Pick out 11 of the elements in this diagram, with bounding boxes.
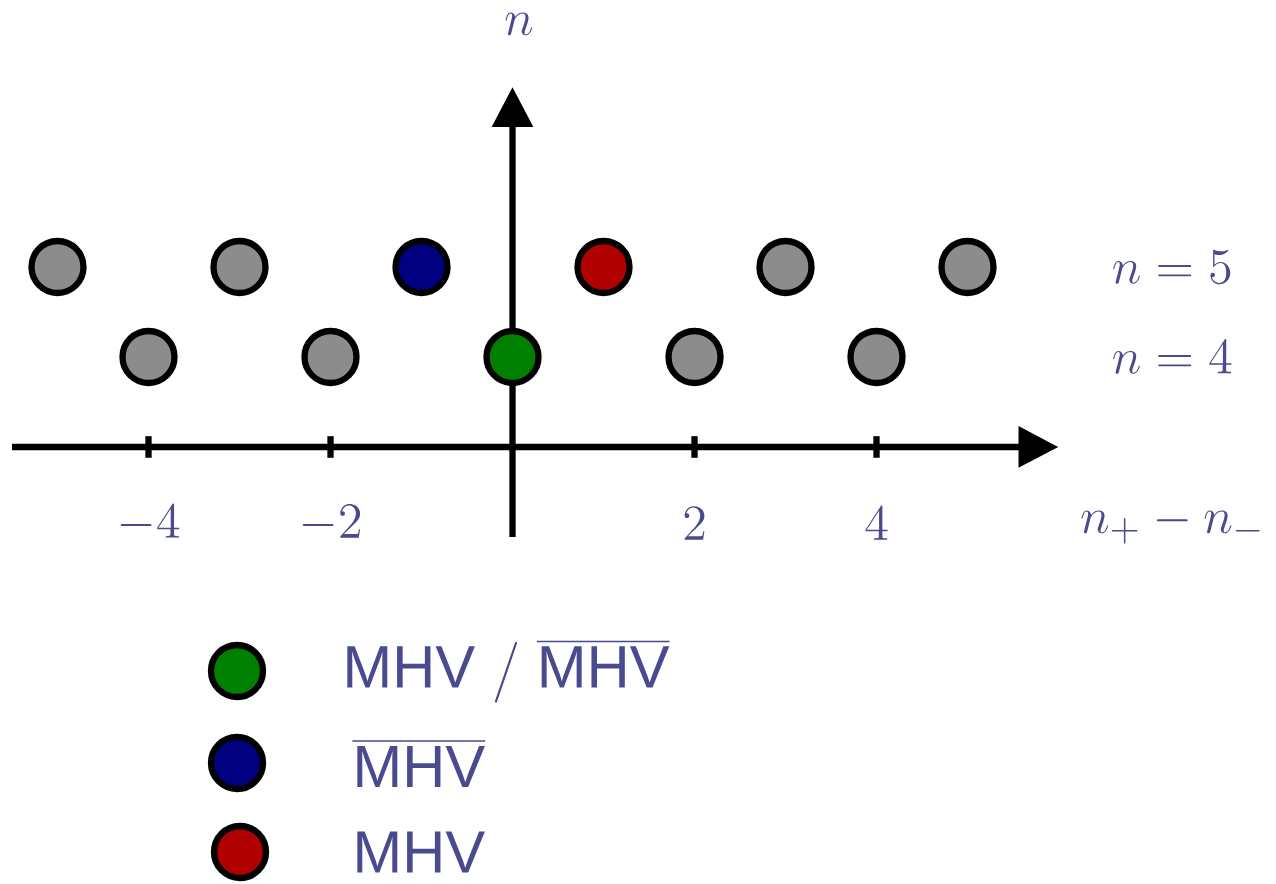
tick-label: $-2$	[302, 504, 361, 538]
tick-label: $2$	[684, 506, 705, 540]
legend-label: $\textsf{MHV}\;/\;\overline{\textsf{MHV}}$	[347, 641, 670, 703]
tick-label: $n = 4$	[1113, 339, 1232, 374]
legend-label: $\textsf{MHV}$	[357, 831, 485, 873]
axis-label: $n_+ - n_-$	[1081, 510, 1260, 544]
legend-label: $\overline{\textsf{MHV}}$	[352, 741, 486, 788]
axis-label: $n$	[505, 12, 533, 36]
tick-label: $n = 5$	[1113, 249, 1231, 285]
tick-label: $4$	[865, 505, 888, 540]
tick-label: $-4$	[120, 503, 180, 538]
